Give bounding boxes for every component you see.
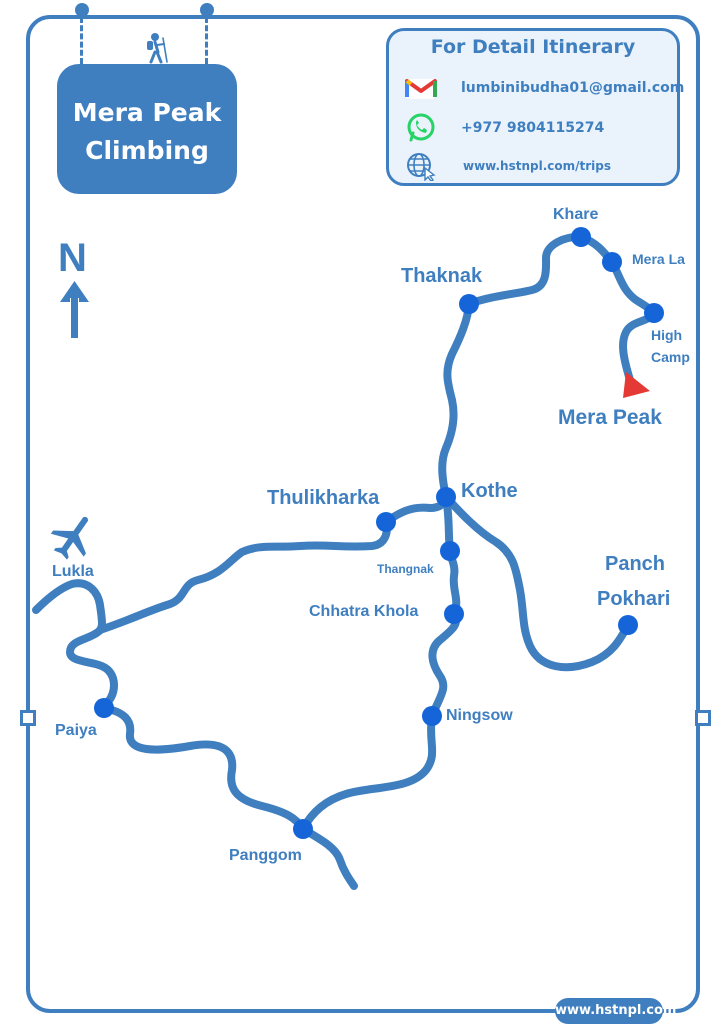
title-sign: Mera Peak Climbing: [57, 64, 237, 194]
waypoint-paiya[interactable]: [94, 698, 114, 718]
website-row[interactable]: www.hstnpl.com/trips: [405, 151, 611, 181]
trek-route: [32, 232, 658, 890]
hiker-icon: [147, 33, 168, 64]
phone-text[interactable]: +977 9804115274: [461, 120, 605, 136]
website-text[interactable]: www.hstnpl.com/trips: [463, 159, 612, 173]
label-paiya: Paiya: [55, 722, 97, 739]
waypoint-panch-pokhari[interactable]: [618, 615, 638, 635]
label-panggom: Panggom: [229, 847, 302, 864]
waypoint-thaknak[interactable]: [459, 294, 479, 314]
right-frame-tab: [695, 710, 711, 726]
label-kothe: Kothe: [461, 480, 518, 502]
north-arrow-icon: [60, 281, 89, 338]
label-high-camp-2: Camp: [651, 349, 690, 365]
map-frame: [26, 15, 700, 1013]
email-row[interactable]: lumbinibudha01@gmail.com: [405, 75, 684, 101]
waypoint-ningsow[interactable]: [422, 706, 442, 726]
waypoint-high-camp[interactable]: [644, 303, 664, 323]
north-label: N: [58, 236, 87, 280]
label-mera-la: Mera La: [632, 251, 685, 267]
label-thulikharka: Thulikharka: [267, 487, 380, 509]
contact-heading: For Detail Itinerary: [430, 36, 636, 58]
waypoint-panggom[interactable]: [293, 819, 313, 839]
right-post: [205, 17, 208, 64]
phone-row[interactable]: +977 9804115274: [405, 113, 604, 143]
label-thangnak: Thangnak: [377, 562, 434, 576]
airplane-icon: [50, 516, 89, 560]
summit-marker-icon: [623, 372, 650, 398]
globe-icon: [407, 153, 436, 181]
left-frame-tab: [20, 710, 36, 726]
title-line-2: Climbing: [85, 136, 209, 165]
whatsapp-icon: [407, 113, 435, 142]
waypoints: [94, 227, 664, 839]
waypoint-chhatra-khola[interactable]: [444, 604, 464, 624]
label-panch-1: Panch: [605, 553, 666, 575]
label-ningsow: Ningsow: [446, 707, 513, 724]
label-mera-peak: Mera Peak: [558, 406, 662, 429]
waypoint-kothe[interactable]: [436, 487, 456, 507]
waypoint-thangnak[interactable]: [440, 541, 460, 561]
right-hook: [200, 3, 214, 17]
label-lukla: Lukla: [52, 563, 94, 580]
gmail-icon: [405, 79, 437, 99]
left-post: [80, 17, 83, 64]
contact-panel: For Detail Itinerary lumbinibudha01@gmai…: [386, 28, 684, 186]
title-line-1: Mera Peak: [72, 98, 222, 127]
waypoint-mera-la[interactable]: [602, 252, 622, 272]
label-high-camp-1: High: [651, 327, 683, 343]
label-thaknak: Thaknak: [401, 265, 483, 287]
waypoint-khare[interactable]: [571, 227, 591, 247]
label-chhatra-khola: Chhatra Khola: [309, 603, 419, 620]
email-text[interactable]: lumbinibudha01@gmail.com: [461, 80, 685, 96]
waypoint-thulikharka[interactable]: [376, 512, 396, 532]
label-panch-2: Pokhari: [597, 588, 671, 610]
label-khare: Khare: [553, 206, 599, 223]
footer-website-badge[interactable]: www.hstnpl.com: [555, 998, 676, 1024]
left-hook: [75, 3, 89, 17]
